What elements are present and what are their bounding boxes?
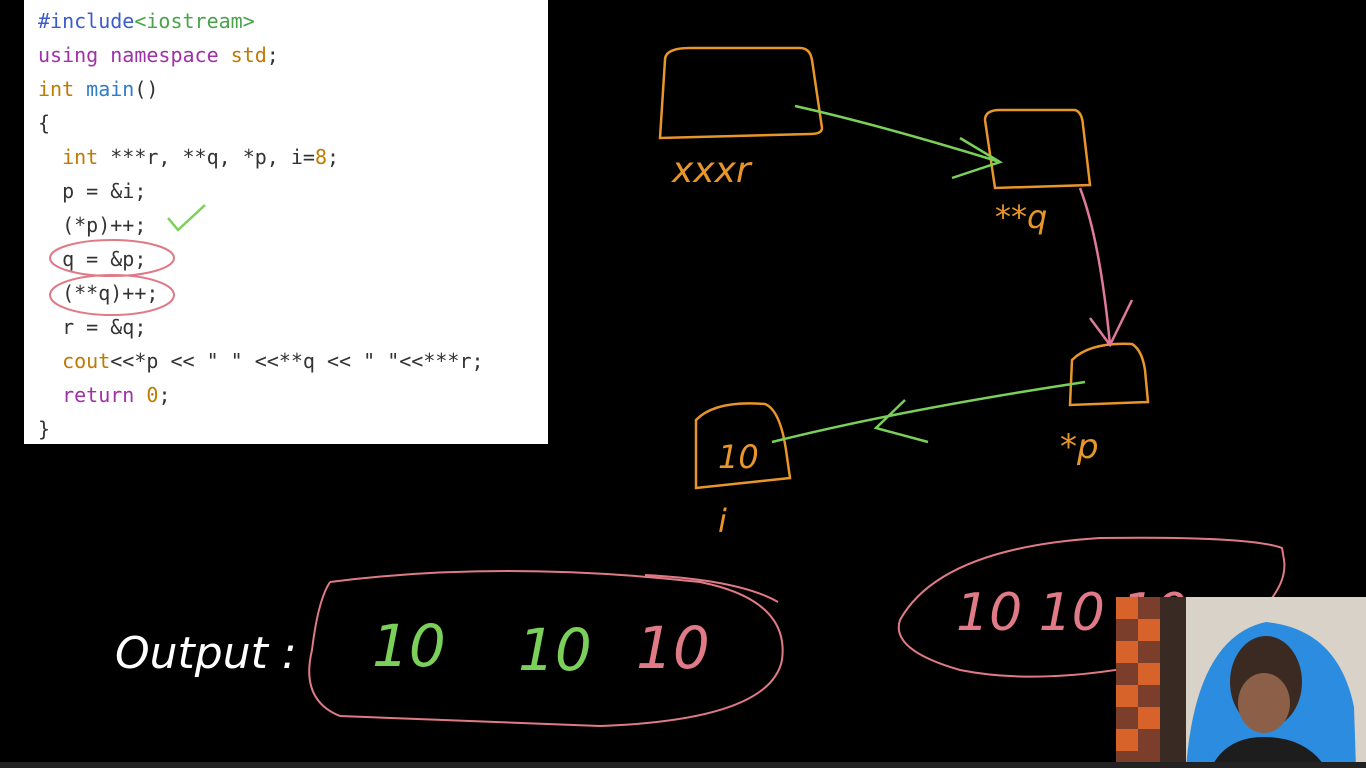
code-token: <iostream> — [134, 9, 255, 33]
circle-q-line — [49, 239, 175, 277]
arrow-r-to-q — [794, 104, 1003, 180]
code-token: return — [62, 383, 147, 407]
code-line: } — [38, 412, 50, 446]
code-line: r = &q; — [38, 310, 146, 344]
box-q — [983, 108, 1092, 190]
arrow-p-to-i — [771, 380, 1086, 444]
code-token: std — [230, 43, 267, 67]
code-token: main — [86, 77, 135, 101]
code-token: { — [38, 111, 51, 135]
code-token: q = &p; — [38, 247, 147, 271]
code-token: p = &i; — [38, 179, 147, 203]
code-token: ; — [327, 145, 340, 169]
box-q-label: **q — [995, 198, 1047, 236]
box-p-label: *p — [1060, 427, 1099, 467]
code-token: int — [62, 145, 111, 169]
output-value-3: 10 — [636, 614, 710, 682]
code-token: ; — [158, 383, 171, 407]
code-token: int — [38, 77, 87, 101]
code-token: <<*p << " " <<**q << " "<<***r; — [110, 349, 484, 373]
output-circle — [308, 570, 784, 728]
code-token: cout — [62, 349, 111, 373]
code-line: return 0; — [38, 378, 170, 412]
code-token: (*p)++; — [38, 213, 147, 237]
code-token: ; — [266, 43, 279, 67]
code-token: } — [38, 417, 51, 441]
webcam-overlay — [1116, 597, 1366, 768]
circle-qq-line — [49, 274, 175, 316]
box-i-value: 10 — [718, 438, 759, 476]
code-line: p = &i; — [38, 174, 146, 208]
output-value-1: 10 — [372, 612, 446, 680]
code-line: #include<iostream> — [38, 4, 255, 38]
code-token: #include — [38, 9, 135, 33]
bottom-bar — [0, 762, 1366, 768]
output-value-2: 10 — [518, 616, 592, 684]
code-line: (*p)++; — [38, 208, 146, 242]
code-token: r = &q; — [38, 315, 147, 339]
box-r-label: xxxr — [671, 150, 753, 191]
code-token: using namespace — [38, 43, 231, 67]
code-token: () — [134, 77, 159, 101]
output-label: Output : — [115, 628, 297, 679]
code-line: q = &p; — [38, 242, 146, 276]
box-i — [694, 402, 792, 490]
code-line: using namespace std; — [38, 38, 279, 72]
code-line: cout<<*p << " " <<**q << " "<<***r; — [38, 344, 484, 378]
box-r — [658, 46, 824, 140]
check-mark — [167, 204, 206, 232]
box-i-label: i — [718, 502, 727, 540]
code-line: { — [38, 106, 50, 140]
second-output-circle — [897, 536, 1286, 678]
box-p — [1068, 342, 1150, 407]
arrow-q-to-p — [1078, 187, 1134, 348]
code-line: int main() — [38, 72, 158, 106]
code-token: (**q)++; — [38, 281, 159, 305]
code-token: 0 — [146, 383, 159, 407]
code-line: (**q)++; — [38, 276, 158, 310]
code-token: ***r, **q, *p, i= — [110, 145, 315, 169]
code-line: int ***r, **q, *p, i=8; — [38, 140, 339, 174]
code-panel: #include<iostream>using namespace std;in… — [24, 0, 548, 444]
code-token: 8 — [314, 145, 328, 169]
